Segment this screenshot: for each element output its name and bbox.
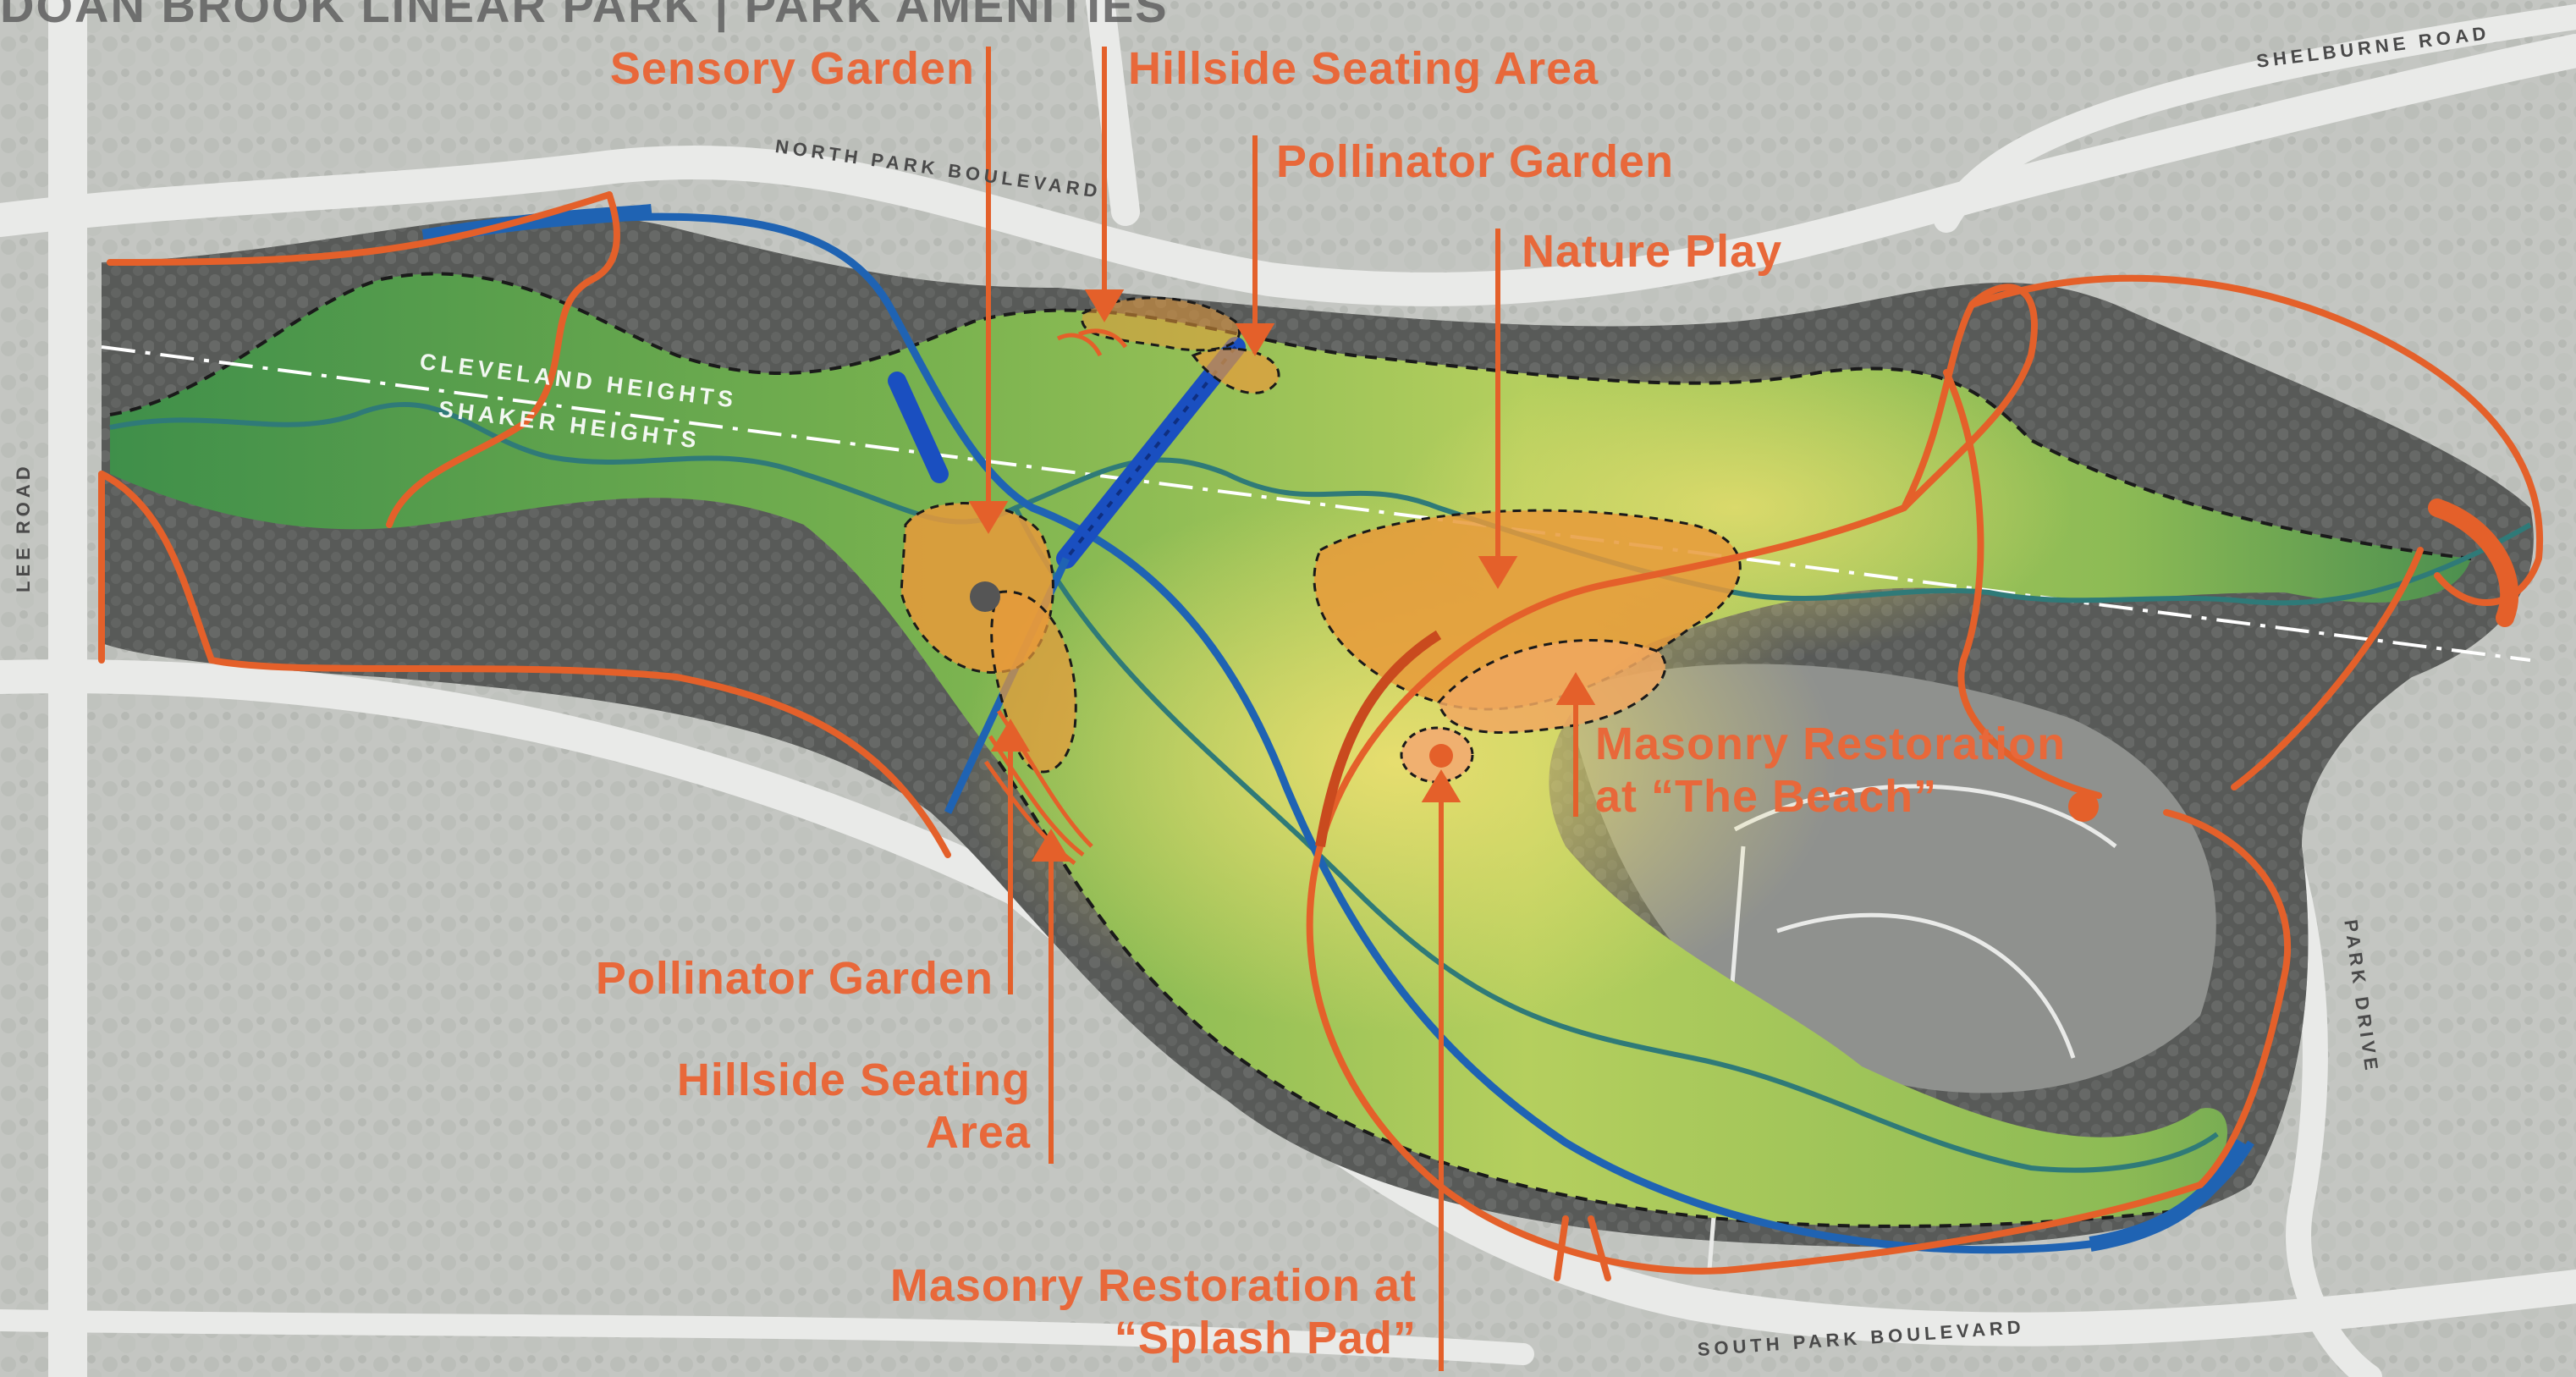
shelburne-road	[1934, 4, 2576, 233]
label-pollinator-garden-south: Pollinator Garden	[595, 953, 994, 1004]
leader-splash-pad-arrowhead	[1421, 769, 1461, 802]
trail-south-west	[98, 471, 951, 858]
trail-east-bridge	[2428, 498, 2519, 627]
trail-to-beach	[1943, 369, 2102, 799]
stream-channel	[422, 212, 2254, 1254]
label-pollinator-garden-north: Pollinator Garden	[1276, 136, 1675, 187]
trail-south-steps	[1554, 1215, 1611, 1281]
cross-road	[1086, 0, 1140, 226]
street-label-lee-road: LEE ROAD	[13, 462, 34, 592]
park-boundary-south	[997, 760, 2184, 1228]
leader-sensory-garden-arrowhead	[968, 501, 1009, 534]
label-masonry-restoration-splash-pad: Masonry Restoration at “Splash Pad”	[890, 1259, 1417, 1364]
label-masonry-restoration-beach: Masonry Restoration at “The Beach”	[1595, 718, 2066, 823]
sensory-garden-feature-icon	[970, 581, 1000, 612]
label-masonry-beach-line1: Masonry Restoration	[1595, 719, 2067, 769]
culvert-crossing	[888, 372, 949, 483]
trail-north-west	[107, 191, 613, 266]
trail-connector-east	[2231, 547, 2424, 790]
leader-nature-play-arrowhead	[1478, 556, 1518, 589]
north-park-boulevard-road	[0, 34, 2576, 306]
amenity-point-icon	[2068, 791, 2099, 822]
label-hillside-seating-south: Hillside Seating Area	[677, 1054, 1031, 1159]
municipal-boundary-line	[101, 345, 2531, 662]
leader-hillside-south-arrowhead	[1031, 829, 1071, 862]
trail-loop-west	[386, 191, 620, 528]
trail-arc-north	[1317, 504, 1907, 850]
label-hillside-south-line1: Hillside Seating	[676, 1055, 1031, 1105]
label-hillside-south-line2: Area	[925, 1107, 1031, 1159]
label-sensory-garden: Sensory Garden	[609, 43, 975, 94]
doan-brook-stream-south	[1013, 506, 2219, 1173]
trail-network	[98, 191, 2544, 1281]
southern-street	[0, 1309, 1534, 1365]
leader-hillside-north-arrowhead	[1084, 289, 1125, 322]
leader-pollinator-south-arrowhead	[990, 719, 1031, 752]
pedestrian-bridge	[1056, 337, 1246, 569]
leader-pollinator-north-arrowhead	[1235, 323, 1275, 356]
hillside-seating-zone-north	[1081, 296, 1241, 352]
trail-loop-south	[1306, 809, 2292, 1275]
label-masonry-splash-line1: Masonry Restoration at	[889, 1260, 1417, 1311]
leader-lines	[968, 47, 1596, 1371]
label-masonry-beach-line2: at “The Beach”	[1595, 771, 1938, 823]
leader-beach-arrowhead	[1555, 672, 1596, 705]
label-masonry-splash-line2: “Splash Pad”	[1114, 1313, 1417, 1364]
trail-east-loop	[1901, 284, 2038, 511]
label-nature-play: Nature Play	[1522, 226, 1783, 277]
pollinator-garden-zone-north	[1191, 347, 1280, 394]
trail-beach-arc	[1315, 630, 1442, 847]
culvert-north	[421, 204, 652, 245]
beach-zone	[1437, 639, 1667, 735]
culvert-south	[2089, 1138, 2249, 1252]
page-header: DOAN BROOK LINEAR PARK | PARK AMENITIES	[0, 0, 1169, 32]
label-hillside-seating-north: Hillside Seating Area	[1128, 43, 1599, 94]
splash-pad-point-icon	[1429, 744, 1453, 768]
